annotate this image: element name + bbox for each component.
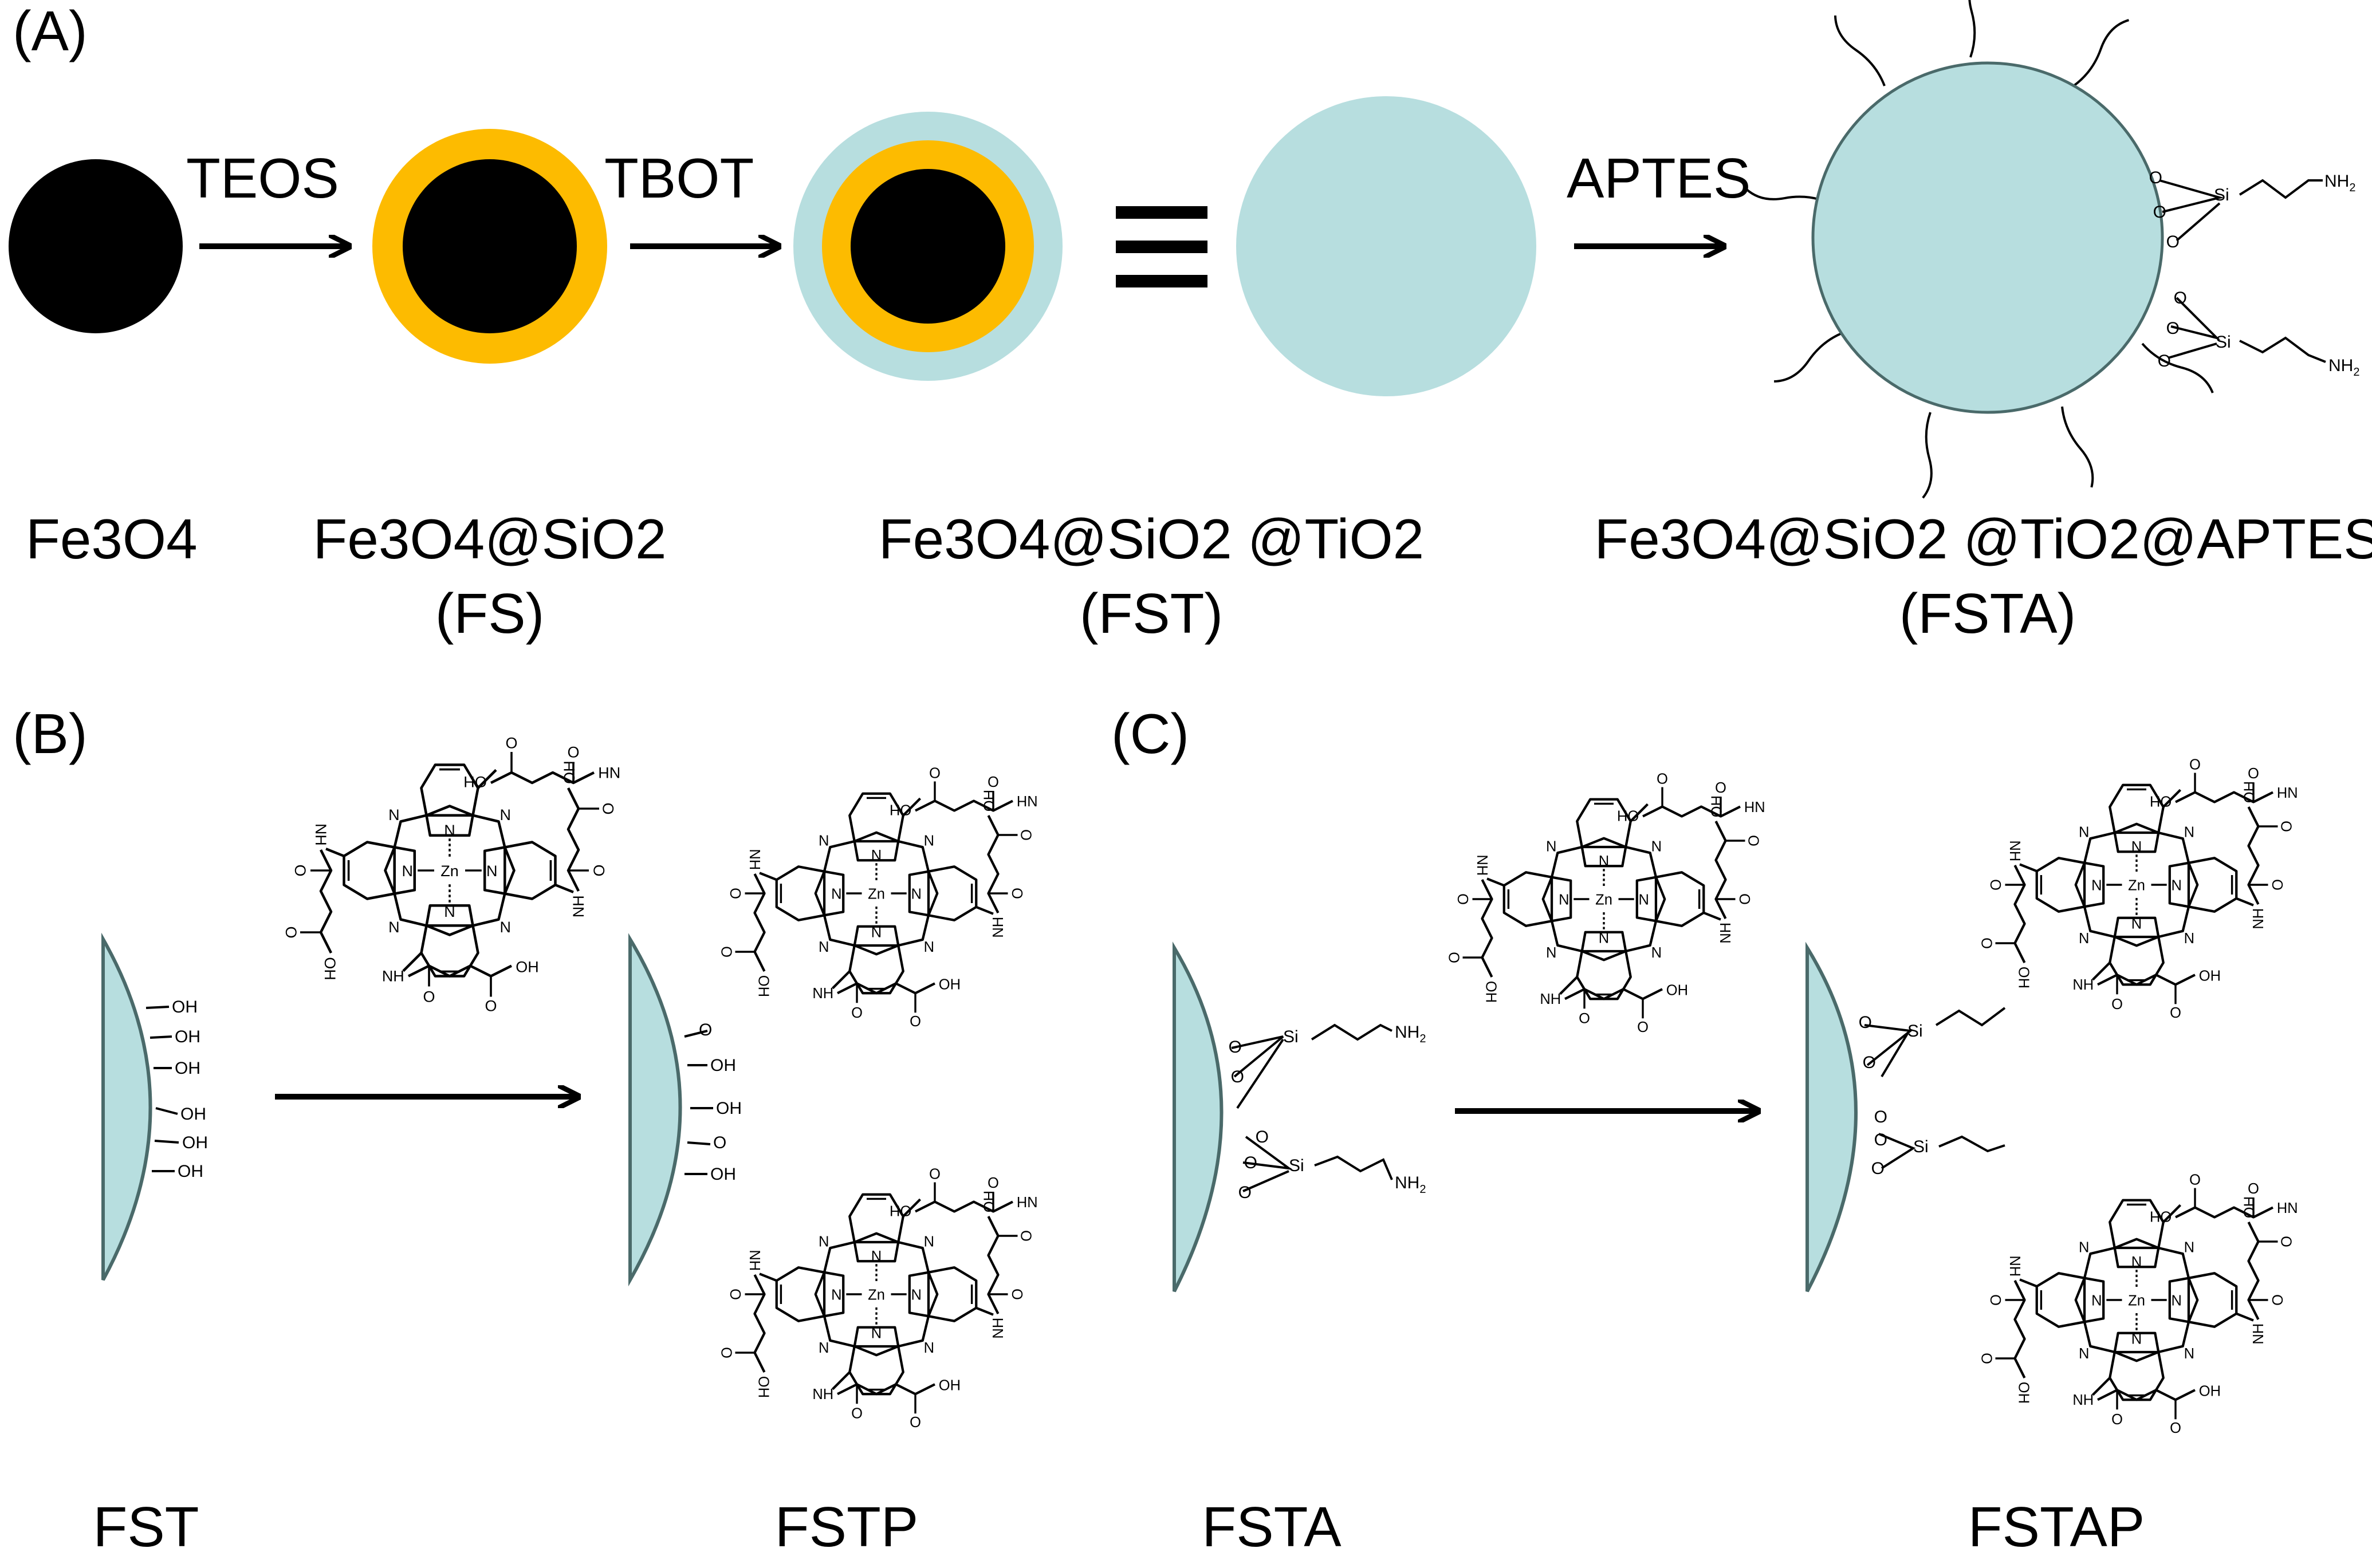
label-fstp: FSTP — [775, 1495, 918, 1558]
svg-text:OH: OH — [178, 1162, 203, 1181]
label-fe3o4: Fe3O4 — [26, 507, 198, 570]
reagent-teos: TEOS — [186, 147, 339, 210]
svg-text:O: O — [2149, 168, 2162, 187]
label-fst-abbr: (FST) — [1080, 582, 1223, 645]
svg-text:NH2: NH2 — [1395, 1173, 1426, 1196]
label-fs-abbr: (FS) — [435, 582, 545, 645]
svg-text:Si: Si — [1907, 1022, 1923, 1041]
svg-text:NH2: NH2 — [1395, 1023, 1426, 1045]
panel-label-b: (B) — [13, 702, 88, 765]
svg-text:Si: Si — [1913, 1137, 1929, 1156]
svg-text:OH: OH — [716, 1099, 742, 1118]
svg-text:O: O — [2153, 203, 2166, 222]
svg-text:NH2: NH2 — [2324, 172, 2355, 194]
equivalence-sign — [1116, 206, 1207, 287]
svg-text:Si: Si — [2216, 333, 2231, 352]
svg-text:O: O — [713, 1133, 726, 1152]
znpc-molecule-reagent-b — [282, 734, 620, 1015]
svg-text:OH: OH — [710, 1165, 736, 1184]
fst-particle-core — [851, 169, 1005, 324]
svg-text:O: O — [1238, 1183, 1252, 1202]
label-fs-formula: Fe3O4@SiO2 — [313, 507, 667, 570]
svg-text:O: O — [1859, 1013, 1872, 1032]
svg-text:O: O — [2166, 233, 2180, 251]
reagent-tbot: TBOT — [604, 147, 754, 210]
znpc-molecule-reagent-c — [1446, 770, 1765, 1035]
svg-text:OH: OH — [180, 1105, 206, 1124]
label-fst-formula: Fe3O4@SiO2 @TiO2 — [879, 507, 1424, 570]
label-fsta-formula: Fe3O4@SiO2 @TiO2@APTES — [1594, 507, 2372, 570]
fstp-surface: O OH OH O OH — [628, 933, 742, 1287]
fstap-surface: O O Si O O O Si — [1805, 941, 2006, 1293]
znpc-molecule-fstp-lower — [718, 1165, 1038, 1431]
svg-text:O: O — [1229, 1038, 1242, 1057]
reagent-aptes: APTES — [1567, 147, 1751, 210]
fs-particle-core — [403, 159, 577, 333]
svg-text:O: O — [2174, 289, 2187, 308]
label-fstap: FSTAP — [1968, 1495, 2145, 1558]
svg-text:O: O — [1231, 1067, 1244, 1086]
svg-text:Si: Si — [1289, 1156, 1304, 1175]
svg-text:Si: Si — [2214, 186, 2229, 204]
svg-text:O: O — [1874, 1130, 1887, 1149]
znpc-molecule-fstp-upper — [718, 765, 1038, 1030]
svg-text:OH: OH — [710, 1056, 736, 1075]
svg-text:O: O — [1871, 1159, 1885, 1178]
svg-text:OH: OH — [175, 1059, 200, 1078]
label-fsta: FSTA — [1202, 1495, 1342, 1558]
svg-text:O: O — [1863, 1053, 1876, 1072]
panel-label-a: (A) — [13, 0, 88, 62]
label-fsta-abbr: (FSTA) — [1899, 582, 2076, 645]
svg-text:O: O — [1256, 1128, 1269, 1147]
znpc-molecule-fstap-lower — [1978, 1171, 2298, 1436]
svg-text:O: O — [1244, 1153, 1257, 1172]
svg-text:O: O — [2158, 352, 2171, 371]
svg-text:NH2: NH2 — [2328, 356, 2359, 379]
svg-text:OH: OH — [172, 998, 198, 1017]
svg-text:O: O — [1874, 1108, 1887, 1126]
fst-particle-simplified — [1236, 96, 1536, 396]
label-fst: FST — [93, 1495, 199, 1558]
fsta-surface: O O Si NH2 O O O Si NH2 — [1173, 941, 1426, 1293]
svg-text:OH: OH — [182, 1133, 208, 1152]
svg-text:Si: Si — [1283, 1027, 1299, 1046]
fsta-particle: O O O Si NH2 O O O Si NH2 — [1743, 0, 2359, 500]
fst-surface: OH OH OH OH OH OH — [101, 932, 208, 1281]
fe3o4-core-particle — [9, 159, 183, 333]
panel-label-c: (C) — [1111, 702, 1189, 765]
svg-text:OH: OH — [175, 1027, 200, 1046]
znpc-molecule-fstap-upper — [1978, 756, 2298, 1021]
svg-text:O: O — [699, 1021, 712, 1039]
svg-text:O: O — [2166, 319, 2180, 338]
